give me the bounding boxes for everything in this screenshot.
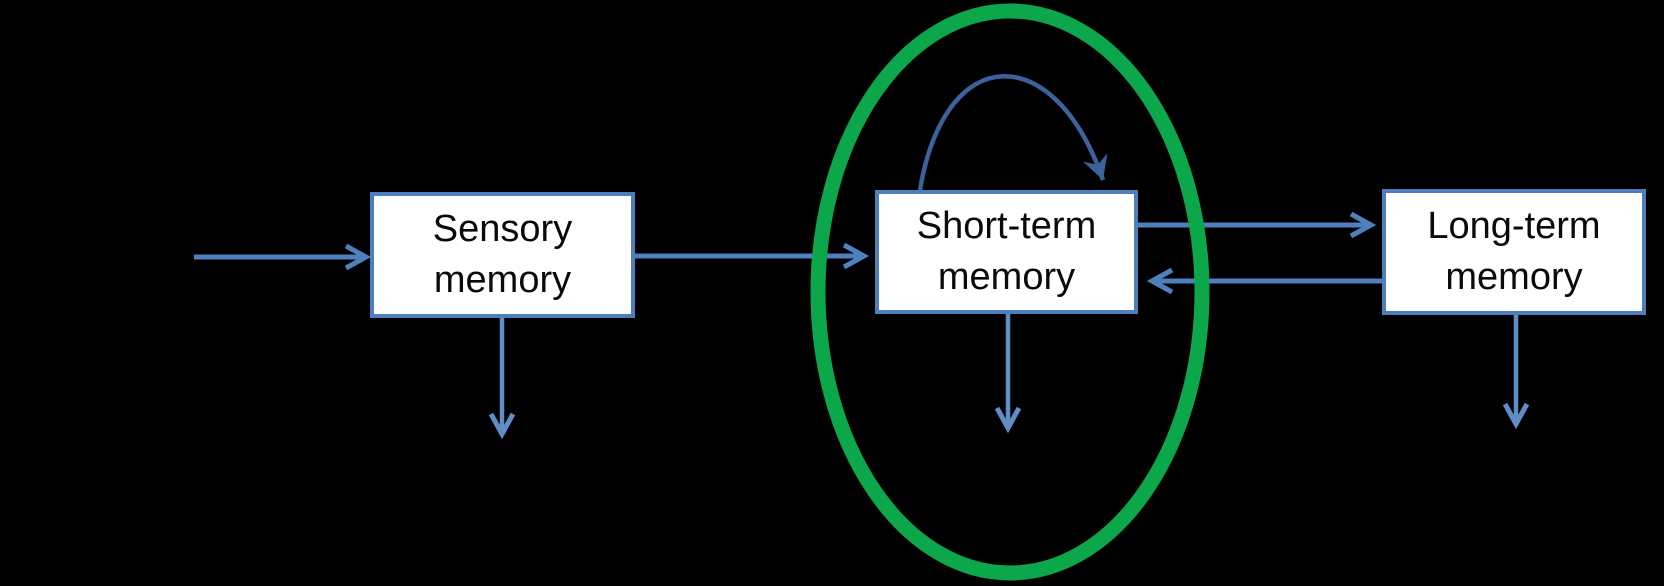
sensory-memory-label-line2: memory	[433, 259, 572, 301]
short-term-self-loop-arrow	[917, 74, 1108, 191]
short-term-memory-label-line1: Short-term	[916, 205, 1097, 247]
short-term-memory-label-line2: memory	[937, 256, 1076, 298]
short-term-memory-box: Short-term memory	[875, 190, 1138, 314]
long-term-memory-label-line1: Long-term	[1427, 205, 1601, 247]
long-term-memory-box: Long-term memory	[1382, 189, 1646, 315]
highlight-ellipse	[810, 3, 1210, 581]
sensory-memory-label-line1: Sensory	[432, 208, 573, 250]
sensory-memory-box: Sensory memory	[370, 192, 635, 318]
long-term-memory-label-line2: memory	[1445, 256, 1583, 298]
